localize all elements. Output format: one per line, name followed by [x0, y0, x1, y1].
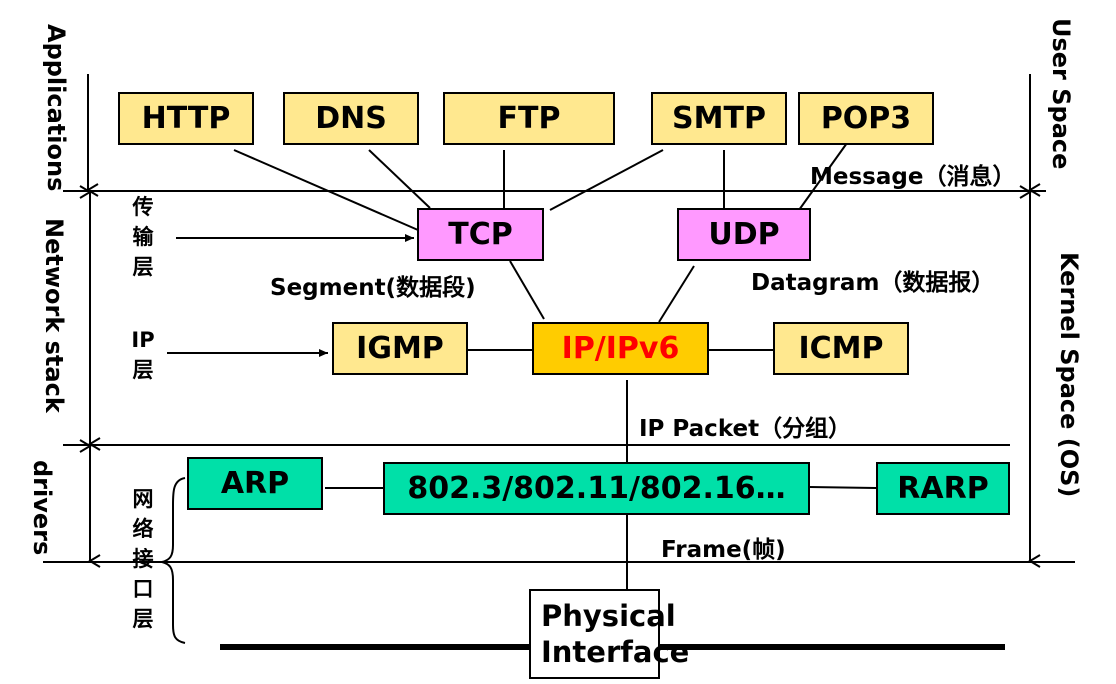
physical-interface-line1: Physical [541, 599, 676, 633]
segment-label: Segment(数据段) [270, 275, 476, 301]
igmp-box: IGMP [332, 322, 468, 375]
network-interface-layer-label: 网 络 接 口 层 [130, 484, 156, 634]
network-stack-label: Network stack [40, 218, 68, 413]
ip-layer-char: IP [131, 328, 155, 352]
arp-box: ARP [187, 457, 323, 510]
link-rarp-line [808, 486, 877, 489]
tcp-ip-line [509, 260, 545, 320]
dns-tcp-line [368, 149, 431, 209]
pop3-udp-line [798, 142, 848, 211]
smtp-tcp-line [549, 149, 664, 211]
transport-layer-char: 层 [132, 255, 154, 279]
ip-layer-label: IP 层 [130, 325, 156, 385]
http-tcp-line [233, 149, 419, 231]
icmp-box: ICMP [773, 322, 909, 375]
udp-ip-line [658, 265, 695, 323]
network-interface-char: 层 [132, 607, 154, 631]
http-box: HTTP [118, 92, 254, 145]
transport-layer-label: 传 输 层 [130, 192, 156, 282]
pop3-box: POP3 [798, 92, 934, 145]
ftp-box: FTP [443, 92, 615, 145]
user-space-label: User Space [1047, 18, 1075, 170]
kernel-space-label: Kernel Space (OS) [1055, 252, 1083, 498]
network-interface-char: 网 [132, 487, 154, 511]
ieee-802-box: 802.3/802.11/802.16… [383, 462, 810, 515]
applications-label: Applications [42, 24, 70, 192]
physical-interface-line2: Interface [541, 635, 690, 669]
transport-layer-char: 传 [132, 195, 154, 219]
datagram-label: Datagram（数据报） [751, 270, 995, 296]
transport-layer-char: 输 [132, 225, 154, 249]
brace-upper [161, 477, 186, 563]
ip-ipv6-box: IP/IPv6 [532, 322, 709, 375]
network-interface-char: 络 [132, 517, 154, 541]
physical-interface-box: Physical Interface [529, 589, 689, 679]
network-interface-char: 接 [132, 547, 154, 571]
smtp-box: SMTP [651, 92, 787, 145]
frame-label: Frame(帧) [661, 537, 786, 563]
udp-box: UDP [677, 208, 811, 261]
brace-lower [161, 561, 186, 644]
network-interface-char: 口 [132, 577, 154, 601]
rarp-box: RARP [876, 462, 1010, 515]
message-label: Message（消息） [810, 164, 1016, 190]
ip-packet-label: IP Packet（分组） [639, 416, 852, 442]
dns-box: DNS [283, 92, 419, 145]
drivers-label: drivers [28, 460, 56, 556]
tcp-box: TCP [417, 208, 544, 261]
ip-layer-char: 层 [132, 358, 154, 382]
